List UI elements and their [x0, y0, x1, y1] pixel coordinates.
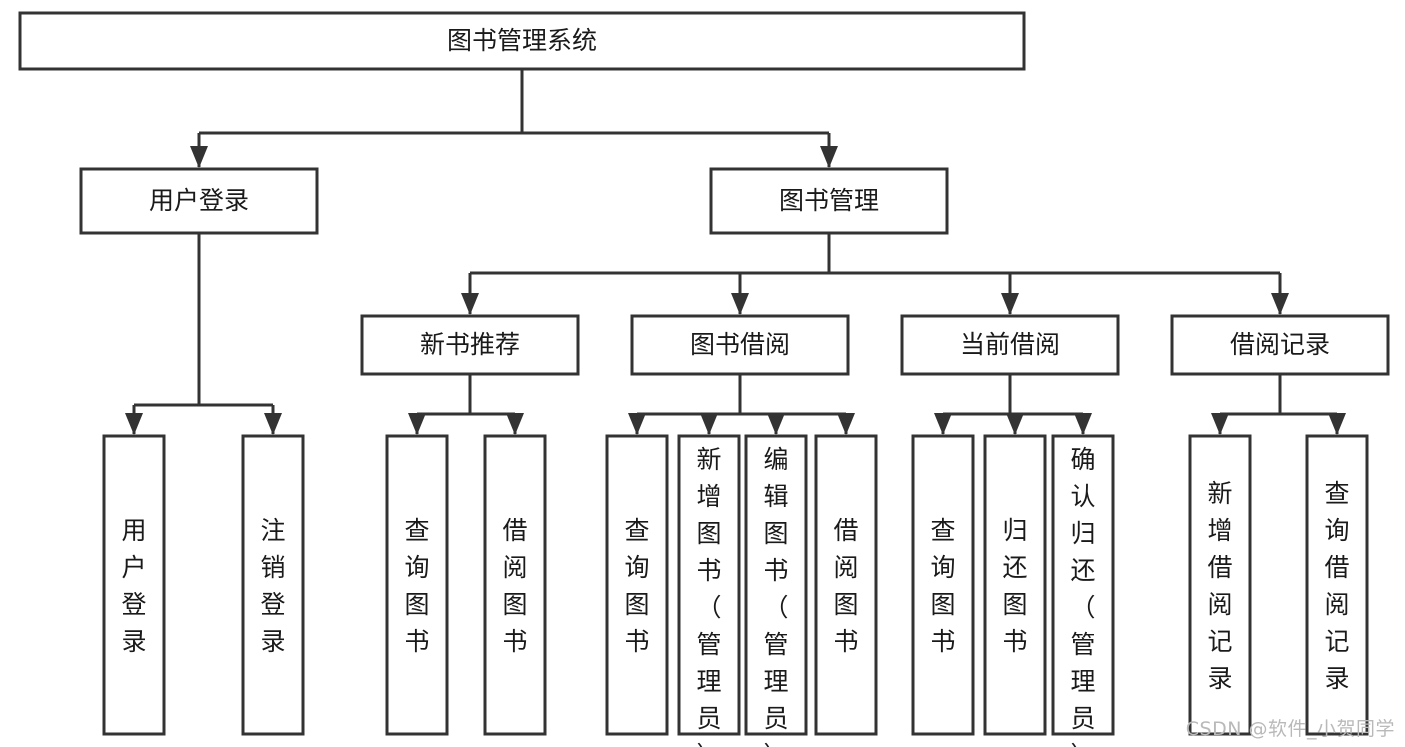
csdn-watermark: CSDN @软件_小贺同学 — [1185, 718, 1395, 740]
leaf-node-6[interactable]: 编辑图书（管理员） — [744, 434, 808, 747]
arrow-head-icon — [125, 413, 143, 435]
node-box[interactable] — [677, 434, 741, 736]
leaf-label: 查询图书 — [930, 516, 955, 656]
leaf-label: 确认归还（管理员） — [1070, 445, 1095, 747]
node-label: 图书借阅 — [690, 330, 790, 359]
node-box[interactable] — [483, 434, 547, 736]
level1-node-1[interactable]: 图书管理 — [709, 167, 949, 235]
leaf-label: 归还图书 — [1002, 516, 1027, 656]
leaf-label: 用户登录 — [121, 516, 146, 656]
leaf-label: 借阅图书 — [833, 516, 858, 656]
node-label: 借阅记录 — [1230, 330, 1330, 359]
node-label: 新书推荐 — [420, 330, 520, 359]
arrow-head-icon — [820, 146, 838, 168]
node-box[interactable] — [630, 314, 850, 376]
arrow-head-icon — [837, 413, 855, 435]
arrow-head-icon — [700, 413, 718, 435]
node-box[interactable] — [1305, 434, 1369, 736]
leaf-node-1[interactable]: 注销登录 — [241, 434, 305, 736]
leaf-label: 新增借阅记录 — [1207, 479, 1232, 693]
node-box[interactable] — [18, 11, 1026, 71]
arrow-head-icon — [1328, 413, 1346, 435]
level2-node-0[interactable]: 新书推荐 — [360, 314, 580, 376]
leaf-node-5[interactable]: 新增图书（管理员） — [677, 434, 741, 747]
node-box[interactable] — [814, 434, 878, 736]
node-box[interactable] — [241, 434, 305, 736]
connector-layer — [125, 69, 1346, 435]
arrow-head-icon — [1001, 293, 1019, 315]
node-label: 图书管理系统 — [447, 26, 597, 55]
leaf-node-7[interactable]: 借阅图书 — [814, 434, 878, 736]
node-box[interactable] — [744, 434, 808, 736]
node-box[interactable] — [1188, 434, 1252, 736]
arrow-head-icon — [1211, 413, 1229, 435]
arrow-head-icon — [628, 413, 646, 435]
leaf-node-11[interactable]: 新增借阅记录 — [1188, 434, 1252, 736]
leaf-node-10[interactable]: 确认归还（管理员） — [1051, 434, 1115, 747]
arrow-head-icon — [461, 293, 479, 315]
node-box[interactable] — [983, 434, 1047, 736]
level2-node-2[interactable]: 当前借阅 — [900, 314, 1120, 376]
node-label: 当前借阅 — [960, 330, 1060, 359]
leaf-label: 借阅图书 — [502, 516, 527, 656]
node-box[interactable] — [360, 314, 580, 376]
arrow-head-icon — [264, 413, 282, 435]
arrow-head-icon — [408, 413, 426, 435]
node-box[interactable] — [102, 434, 166, 736]
leaf-node-2[interactable]: 查询图书 — [385, 434, 449, 736]
leaf-label: 编辑图书（管理员） — [763, 445, 788, 747]
leaf-label: 查询图书 — [404, 516, 429, 656]
leaf-label: 查询图书 — [624, 516, 649, 656]
node-box[interactable] — [1051, 434, 1115, 736]
node-box[interactable] — [79, 167, 319, 235]
level2-node-3[interactable]: 借阅记录 — [1170, 314, 1390, 376]
leaf-node-12[interactable]: 查询借阅记录 — [1305, 434, 1369, 736]
leaf-node-8[interactable]: 查询图书 — [911, 434, 975, 736]
arrow-head-icon — [767, 413, 785, 435]
node-layer: 图书管理系统用户登录图书管理新书推荐图书借阅当前借阅借阅记录用户登录注销登录查询… — [18, 11, 1390, 747]
node-box[interactable] — [605, 434, 669, 736]
leaf-node-9[interactable]: 归还图书 — [983, 434, 1047, 736]
leaf-node-3[interactable]: 借阅图书 — [483, 434, 547, 736]
leaf-node-4[interactable]: 查询图书 — [605, 434, 669, 736]
root-node[interactable]: 图书管理系统 — [18, 11, 1026, 71]
leaf-label: 查询借阅记录 — [1324, 479, 1349, 693]
level2-node-1[interactable]: 图书借阅 — [630, 314, 850, 376]
arrow-head-icon — [1006, 413, 1024, 435]
node-label: 图书管理 — [779, 186, 879, 215]
arrow-head-icon — [190, 146, 208, 168]
arrow-head-icon — [731, 293, 749, 315]
leaf-label: 新增图书（管理员） — [696, 445, 721, 747]
node-box[interactable] — [911, 434, 975, 736]
leaf-label: 注销登录 — [260, 516, 285, 656]
node-box[interactable] — [709, 167, 949, 235]
node-label: 用户登录 — [149, 186, 249, 215]
node-box[interactable] — [1170, 314, 1390, 376]
level1-node-0[interactable]: 用户登录 — [79, 167, 319, 235]
node-box[interactable] — [900, 314, 1120, 376]
arrow-head-icon — [934, 413, 952, 435]
arrow-head-icon — [1074, 413, 1092, 435]
arrow-head-icon — [1271, 293, 1289, 315]
node-box[interactable] — [385, 434, 449, 736]
leaf-node-0[interactable]: 用户登录 — [102, 434, 166, 736]
arrow-head-icon — [506, 413, 524, 435]
